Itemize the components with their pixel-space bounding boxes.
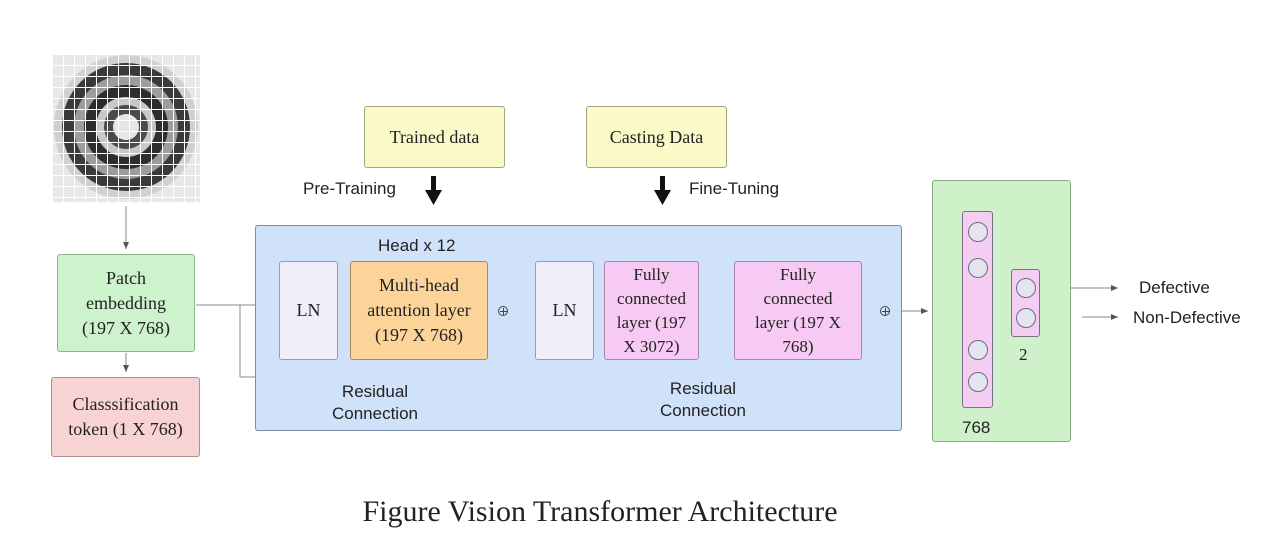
neuron-icon <box>968 372 988 392</box>
fc2-line-2: connected <box>763 288 833 308</box>
fc1-line-4: X 3072) <box>623 336 680 356</box>
patch-embedding-box: Patch embedding (197 X 768) <box>57 254 195 352</box>
residual-connection-2-label: Residual Connection <box>628 378 778 422</box>
classification-token-line-1: Classsification <box>72 394 179 414</box>
non-defective-label: Non-Defective <box>1133 308 1241 327</box>
residual-connection-1-label: Residual Connection <box>300 381 450 425</box>
defective-label: Defective <box>1139 278 1210 297</box>
residual-2-line-2: Connection <box>659 401 746 420</box>
fc2-line-3: layer (197 X <box>755 312 841 332</box>
fc2-line-1: Fully <box>780 264 816 284</box>
trained-data-label: Trained data <box>389 126 480 147</box>
neuron-icon <box>1016 308 1036 328</box>
trained-data-box: Trained data <box>364 106 505 168</box>
residual-1-line-2: Connection <box>331 404 418 423</box>
neuron-icon <box>968 340 988 360</box>
mha-line-1: Multi-head <box>379 275 459 295</box>
pre-training-label: Pre-Training <box>303 179 396 198</box>
concentric-ring-image-icon <box>53 55 200 202</box>
patch-embedding-line-2: embedding <box>86 292 166 313</box>
fc1-line-1: Fully <box>633 264 670 284</box>
layer-norm-2-label: LN <box>552 300 577 320</box>
fully-connected-1-box: Fully connected layer (197 X 3072) <box>604 261 699 360</box>
casting-data-label: Casting Data <box>609 126 704 147</box>
neuron-icon <box>968 258 988 278</box>
residual-2-line-1: Residual <box>669 379 737 398</box>
fc2-line-4: 768) <box>782 336 814 356</box>
layer-2-label: 2 <box>1019 345 1028 364</box>
mha-line-3: (197 X 768) <box>375 325 463 345</box>
classification-token-box: Classsification token (1 X 768) <box>51 377 200 457</box>
figure-caption: Figure Vision Transformer Architecture <box>362 495 838 528</box>
fc1-line-3: layer (197 <box>616 312 687 332</box>
patch-embedding-line-3: (197 X 768) <box>82 317 170 338</box>
multi-head-attention-box: Multi-head attention layer (197 X 768) <box>350 261 488 360</box>
neuron-icon <box>968 222 988 242</box>
layer-norm-1-label: LN <box>296 300 321 320</box>
residual-add-1-icon <box>498 306 508 316</box>
mha-line-2: attention layer <box>367 300 471 320</box>
layer-768-column <box>962 211 993 408</box>
layer-norm-2-box: LN <box>535 261 594 360</box>
fully-connected-2-box: Fully connected layer (197 X 768) <box>734 261 862 360</box>
casting-data-box: Casting Data <box>586 106 727 168</box>
classification-token-line-2: token (1 X 768) <box>68 419 183 439</box>
head-count-label: Head x 12 <box>378 236 456 255</box>
residual-add-2-icon <box>880 306 890 316</box>
fc1-line-2: connected <box>617 288 686 308</box>
patch-embedding-line-1: Patch <box>106 267 146 288</box>
layer-768-label: 768 <box>962 418 991 437</box>
neuron-icon <box>1016 278 1036 298</box>
input-image <box>53 55 200 202</box>
fine-tuning-label: Fine-Tuning <box>689 179 780 198</box>
classification-head-panel <box>932 180 1071 442</box>
residual-1-line-1: Residual <box>341 382 409 401</box>
layer-norm-1-box: LN <box>279 261 338 360</box>
layer-2-column <box>1011 269 1040 337</box>
